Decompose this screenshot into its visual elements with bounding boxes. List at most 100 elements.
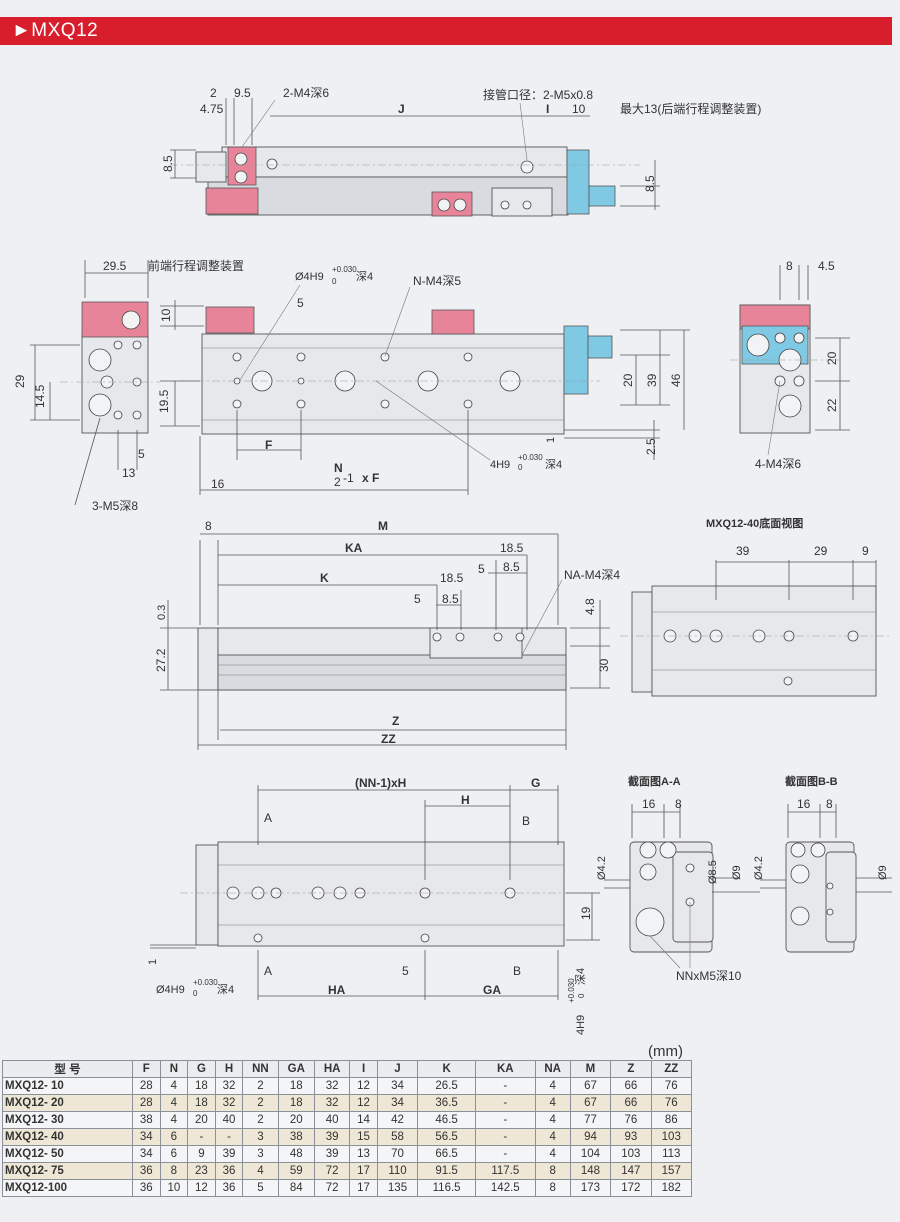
table-cell: 91.5 — [417, 1162, 477, 1180]
top-dim-text: 2-M4深6 — [283, 86, 329, 100]
top-dim-text: 接管口径：2-M5x0.8 — [483, 87, 593, 102]
table-cell: 34 — [131, 1145, 161, 1163]
table-cell: 20 — [187, 1111, 216, 1129]
table-header-cell: NN — [242, 1060, 279, 1078]
table-cell: 5 — [242, 1179, 279, 1197]
section-aa-dim: Ø8.5 — [707, 860, 719, 884]
front-dim-text: x F — [362, 471, 379, 485]
lower-dim-text: A — [264, 964, 272, 978]
front-dim-text: +0.030 — [518, 453, 543, 462]
front-dim-text: 4H9 — [490, 459, 510, 471]
lower-dim-text: 1 — [147, 959, 159, 965]
side-dim-text: 22 — [825, 398, 839, 412]
front-dim-text: N — [334, 461, 343, 475]
table-cell: 77 — [569, 1111, 612, 1129]
table-cell: 2 — [242, 1094, 279, 1112]
table-header-cell: M — [569, 1060, 612, 1078]
mid-dim-text: K — [320, 571, 329, 585]
page-title: ►MXQ12 — [12, 20, 99, 41]
mid-dim-text: 8.5 — [503, 560, 520, 574]
table-cell: 18 — [277, 1094, 316, 1112]
table-cell: 14 — [349, 1111, 378, 1129]
top-view: 2 9.5 4.75 2-M4深6 J 接管口径：2-M5x0.8 I 10 最… — [161, 86, 761, 217]
table-cell: 66 — [610, 1094, 652, 1112]
table-cell: 4 — [159, 1111, 189, 1129]
table-cell: 48 — [277, 1145, 316, 1163]
front-red-left — [205, 306, 255, 334]
table-cell: 36 — [131, 1162, 161, 1180]
front-dim-text: +0.030 — [332, 265, 357, 274]
lower-dim-text: H — [461, 793, 470, 807]
table-cell: 18 — [187, 1077, 216, 1095]
top-dim-text: 8.5 — [161, 155, 175, 172]
table-cell: 38 — [277, 1128, 316, 1146]
table-cell: 72 — [314, 1162, 351, 1180]
front-dim-text: 深4 — [545, 458, 562, 471]
model-cell: MXQ12- 50 — [2, 1145, 133, 1163]
section-aa-title: 截面图A-A — [628, 774, 681, 788]
table-cell: 32 — [214, 1077, 244, 1095]
mid-dim-text: Z — [392, 714, 399, 728]
lower-dim-text: 深4 — [217, 983, 234, 996]
table-cell: 39 — [314, 1128, 351, 1146]
table-cell: 157 — [650, 1162, 693, 1180]
table-cell: 117.5 — [475, 1162, 536, 1180]
table-header-cell: GA — [277, 1060, 316, 1078]
lower-dim-text: +0.030 — [567, 978, 576, 1003]
table-cell: 84 — [277, 1179, 316, 1197]
side-dim-text: 4-M4深6 — [755, 457, 801, 471]
table-cell: 135 — [376, 1179, 419, 1197]
table-cell: 66.5 — [417, 1145, 477, 1163]
table-cell: 39 — [314, 1145, 351, 1163]
table-cell: - — [475, 1094, 536, 1112]
front-red-mid — [431, 309, 475, 335]
table-cell: 42 — [376, 1111, 419, 1129]
table-cell: 10 — [159, 1179, 189, 1197]
table-cell: 6 — [159, 1128, 189, 1146]
table-cell: 32 — [214, 1094, 244, 1112]
lower-dim-text: B — [513, 964, 521, 978]
table-cell: 8 — [534, 1179, 571, 1197]
lower-dim-text: Ø4H9 — [156, 984, 185, 996]
mid-dim-text: 0.3 — [156, 605, 168, 620]
table-header-cell: F — [131, 1060, 161, 1078]
lower-dim-text: 5 — [402, 964, 409, 978]
table-cell: 56.5 — [417, 1128, 477, 1146]
table-cell: - — [214, 1128, 244, 1146]
table-cell: - — [475, 1077, 536, 1095]
top-dim-text: I — [546, 102, 549, 116]
table-cell: 67 — [569, 1077, 612, 1095]
model-cell: MXQ12- 30 — [2, 1111, 133, 1129]
table-cell: 113 — [650, 1145, 693, 1163]
front-dim-text: 29 — [13, 374, 27, 388]
front-dim-text: 1 — [545, 437, 557, 443]
table-header-cell: ZZ — [650, 1060, 693, 1078]
table-cell: 142.5 — [475, 1179, 536, 1197]
section-aa: 截面图A-A 16 8 Ø4.2 Ø8.5 Ø9 — [596, 774, 760, 969]
page-header: ►MXQ12 — [0, 17, 892, 45]
front-dim-text: 39 — [645, 373, 659, 387]
top-dim-text: 8.5 — [643, 175, 657, 192]
table-cell: 4 — [242, 1162, 279, 1180]
table-cell: 8 — [159, 1162, 189, 1180]
table-cell: 32 — [314, 1077, 351, 1095]
section-bb-dim: Ø4.2 — [753, 856, 765, 880]
table-cell: 148 — [569, 1162, 612, 1180]
table-cell: 70 — [376, 1145, 419, 1163]
table-cell: 38 — [131, 1111, 161, 1129]
side-dim-text: 20 — [825, 351, 839, 365]
front-dim-text: 前端行程调整装置 — [148, 258, 244, 273]
front-dim-text: 16 — [211, 477, 225, 491]
units-label: (mm) — [648, 1043, 683, 1060]
table-cell: 172 — [610, 1179, 652, 1197]
lower-dim-text: 0 — [193, 989, 198, 998]
table-header-cell: HA — [314, 1060, 351, 1078]
model-cell: MXQ12-100 — [2, 1179, 133, 1197]
mid-dim-text: ZZ — [381, 732, 396, 746]
lower-dim-text: 深4 — [574, 968, 587, 985]
